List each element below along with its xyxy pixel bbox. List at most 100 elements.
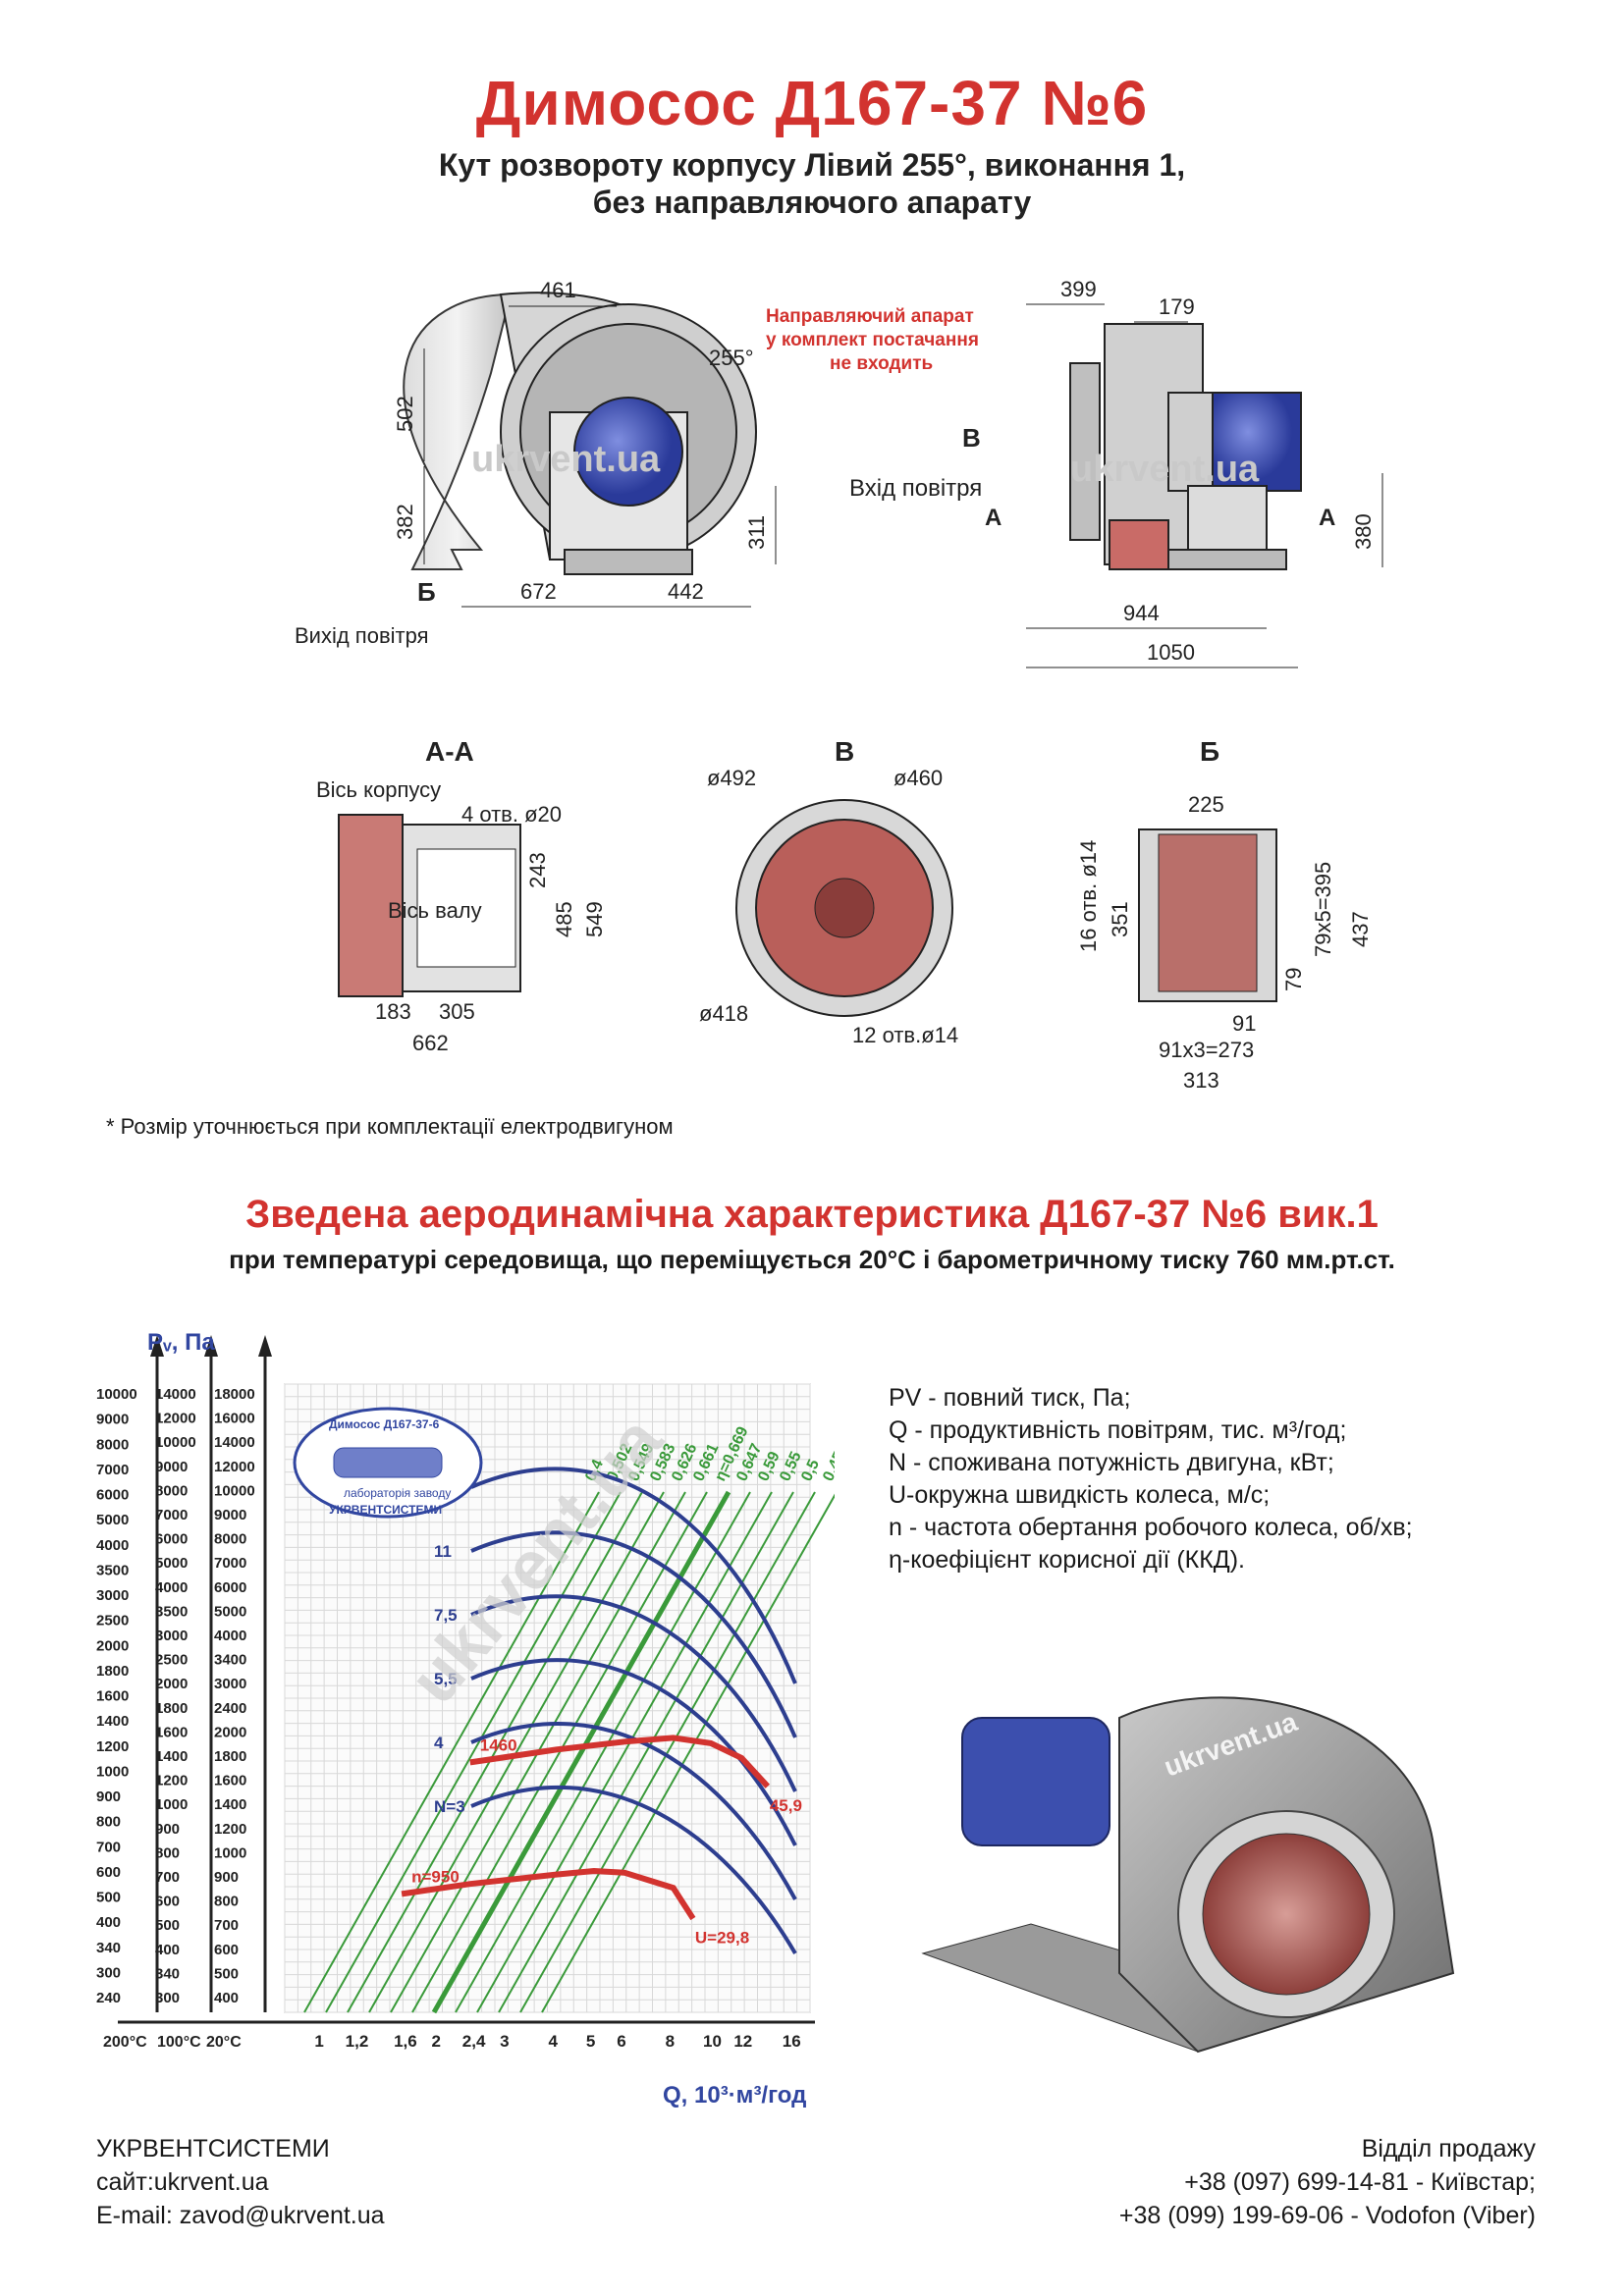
company-name: УКРВЕНТСИСТЕМИ xyxy=(96,2135,330,2163)
svg-text:ø418: ø418 xyxy=(699,1001,748,1026)
y-tick-label: 1200 xyxy=(155,1773,188,1789)
y-tick-label: 9000 xyxy=(214,1507,246,1523)
svg-text:662: 662 xyxy=(412,1031,449,1055)
y-tick-label: 3500 xyxy=(155,1603,188,1620)
footnote: * Розмір уточнюється при комплектації ел… xyxy=(106,1114,674,1139)
y-tick-label: 8000 xyxy=(155,1482,188,1499)
legend-item: Q - продуктивність повітрям, тис. м³/год… xyxy=(889,1416,1347,1444)
y-tick-label: 3000 xyxy=(214,1676,246,1692)
y-tick-label: 4000 xyxy=(155,1579,188,1596)
y-tick-label: 900 xyxy=(96,1789,121,1805)
power-curve xyxy=(470,1467,797,1684)
side-view xyxy=(1069,323,1302,570)
speed-curve xyxy=(401,1867,696,1921)
y-tick-label: 7000 xyxy=(155,1507,188,1523)
svg-text:16 отв. ø14: 16 отв. ø14 xyxy=(1076,840,1101,952)
x-tick-label: 10 xyxy=(703,2032,722,2051)
svg-text:243: 243 xyxy=(525,852,550,888)
power-curve xyxy=(470,1530,797,1738)
y-tick-label: 240 xyxy=(96,1990,121,2006)
svg-text:А: А xyxy=(1319,505,1335,531)
y-tick-label: 3400 xyxy=(214,1652,246,1669)
x-tick-label: 4 xyxy=(549,2032,559,2051)
section-b-title: Б xyxy=(1200,736,1219,767)
y-tick-label: 7000 xyxy=(214,1555,246,1572)
y-tick-label: 2500 xyxy=(155,1652,188,1669)
temp-label: 200°С xyxy=(103,2034,147,2051)
phone-vodafone[interactable]: +38 (099) 199-69-06 - Vodofon (Viber) xyxy=(1118,2202,1536,2229)
svg-text:382: 382 xyxy=(393,504,417,540)
x-tick-label: 12 xyxy=(733,2032,752,2051)
y-tick-label: 12000 xyxy=(214,1459,255,1475)
temp-label: 20°С xyxy=(206,2034,242,2051)
power-curve xyxy=(470,1785,797,1955)
svg-text:Вхід повітря: Вхід повітря xyxy=(849,475,982,502)
y-tick-label: 800 xyxy=(96,1814,121,1831)
power-label: N=3 xyxy=(434,1797,465,1816)
y-tick-label: 400 xyxy=(155,1942,180,1958)
y-tick-label: 7000 xyxy=(96,1462,129,1478)
power-label: 7,5 xyxy=(434,1606,458,1625)
x-tick-label: 5 xyxy=(586,2032,595,2051)
y-tick-label: 4000 xyxy=(214,1628,246,1644)
side-view-dims: 399 179 944 1050 380 В А А Вхід повітря … xyxy=(766,277,1383,668)
x-tick-label: 8 xyxy=(666,2032,675,2051)
chart-section-subtitle: при температурі середовища, що переміщує… xyxy=(229,1245,1395,1274)
y-tick-label: 1600 xyxy=(214,1773,246,1789)
svg-text:91: 91 xyxy=(1232,1011,1256,1036)
y-tick-label: 800 xyxy=(155,1844,180,1861)
svg-text:ukrvent.ua: ukrvent.ua xyxy=(1070,449,1260,490)
y-tick-label: 3000 xyxy=(155,1628,188,1644)
efficiency-line xyxy=(541,1493,835,2013)
y-tick-label: 6000 xyxy=(155,1531,188,1548)
y-tick-label: 8000 xyxy=(96,1436,129,1453)
y-tick-label: 300 xyxy=(155,1990,180,2006)
svg-text:179: 179 xyxy=(1159,294,1195,319)
footer-contacts-left: УКРВЕНТСИСТЕМИ сайт:ukrvent.ua E-mail: z… xyxy=(96,2132,385,2232)
front-view-dims: 461 502 382 311 672 442 255° Б Вихід пов… xyxy=(295,278,777,648)
y-tick-label: 1000 xyxy=(214,1844,246,1861)
y-tick-label: 8000 xyxy=(214,1531,246,1548)
svg-text:442: 442 xyxy=(668,579,704,604)
y-tick-label: 2000 xyxy=(214,1724,246,1740)
svg-text:у комплект постачання: у комплект постачання xyxy=(766,330,979,350)
svg-text:79: 79 xyxy=(1281,968,1306,991)
svg-text:Направляючий апарат: Направляючий апарат xyxy=(766,306,974,327)
y-tick-label: 900 xyxy=(214,1869,239,1886)
stamp: Димосос Д167-37-6 лабораторія заводу УКР… xyxy=(293,1407,483,1519)
axis-arrow xyxy=(150,1335,164,1357)
x-tick-label: 6 xyxy=(617,2032,625,2051)
efficiency-line xyxy=(303,1491,600,2013)
x-tick-label: 1 xyxy=(314,2032,323,2051)
x-tick-label: 2,4 xyxy=(462,2032,486,2051)
speed-curve-end-label: 45,9 xyxy=(770,1796,802,1815)
y-tick-label: 3500 xyxy=(96,1562,129,1578)
y-tick-label: 700 xyxy=(214,1917,239,1934)
efficiency-line xyxy=(476,1491,773,2013)
svg-text:Б: Б xyxy=(417,577,436,607)
svg-text:ukrvent.ua: ukrvent.ua xyxy=(471,439,661,480)
legend-item: U-окружна швидкість колеса, м/с; xyxy=(889,1481,1271,1509)
y-tick-label: 400 xyxy=(214,1990,239,2006)
site-link[interactable]: сайт:ukrvent.ua xyxy=(96,2168,269,2196)
phone-kyivstar[interactable]: +38 (097) 699-14-81 - Київстар; xyxy=(1184,2168,1536,2196)
svg-text:313: 313 xyxy=(1183,1068,1219,1093)
svg-text:311: 311 xyxy=(744,515,769,550)
y-tick-label: 700 xyxy=(96,1839,121,1855)
x-tick-label: 1,6 xyxy=(394,2032,417,2051)
speed-curve xyxy=(469,1735,771,1789)
power-curve xyxy=(470,1658,797,1846)
svg-text:305: 305 xyxy=(439,999,475,1024)
svg-text:672: 672 xyxy=(520,579,557,604)
y-tick-label: 1000 xyxy=(155,1796,188,1813)
y-tick-label: 10000 xyxy=(155,1434,196,1451)
power-label: 11 xyxy=(434,1542,452,1561)
page-title: Димосос Д167-37 №6 xyxy=(475,68,1149,138)
chart-section-title: Зведена аеродинамічна характеристика Д16… xyxy=(245,1193,1379,1236)
x-tick-label: 16 xyxy=(783,2032,801,2051)
section-aa-title: А-А xyxy=(425,736,474,767)
email-link[interactable]: E-mail: zavod@ukrvent.ua xyxy=(96,2202,385,2229)
svg-text:не входить: не входить xyxy=(830,353,933,374)
y-tick-label: 1400 xyxy=(155,1748,188,1765)
